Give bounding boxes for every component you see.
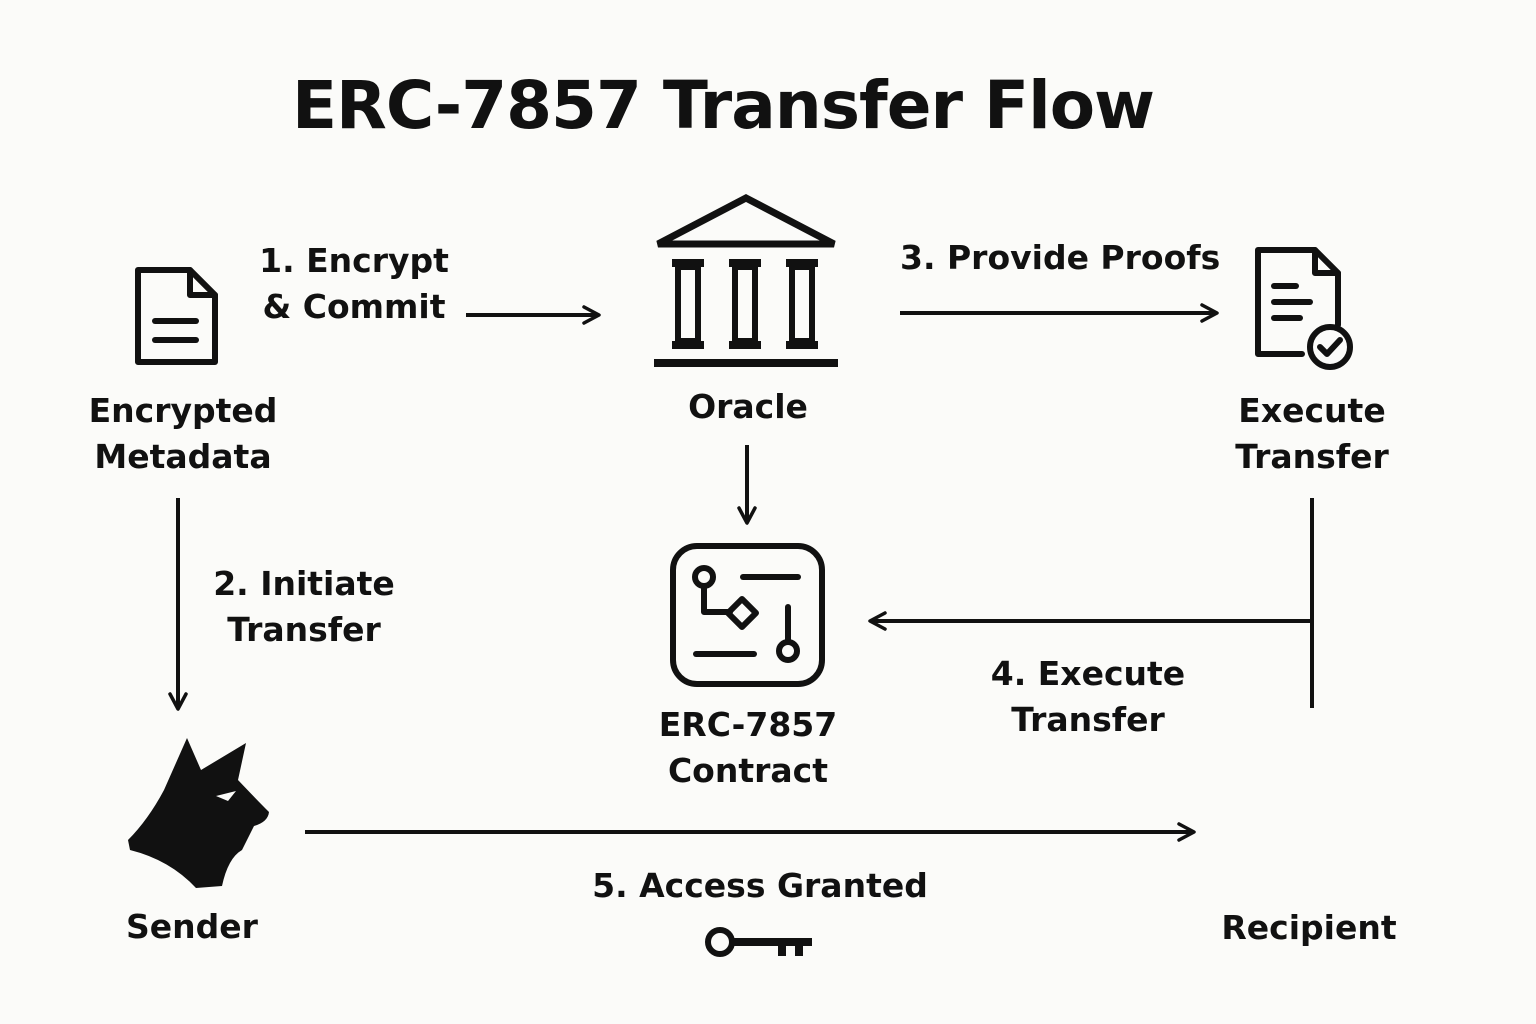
recipient-label: Recipient bbox=[1221, 908, 1397, 947]
execute-transfer-label: Execute Transfer bbox=[1235, 391, 1389, 476]
cat-head-icon bbox=[128, 738, 269, 888]
step2-initiate-transfer-label: 2. Initiate Transfer bbox=[213, 564, 395, 649]
key-icon bbox=[705, 927, 812, 957]
step1-encrypt-commit-label: 1. Encrypt & Commit bbox=[259, 241, 449, 326]
erc7857-contract-label: ERC-7857 Contract bbox=[658, 705, 838, 790]
bank-building-icon bbox=[654, 194, 838, 367]
smart-contract-chip-icon bbox=[670, 543, 825, 687]
encrypted-metadata-label: Encrypted Metadata bbox=[88, 391, 278, 476]
document-icon bbox=[135, 267, 218, 365]
oracle-label: Oracle bbox=[688, 387, 808, 426]
step5-access-granted-label: 5. Access Granted bbox=[592, 866, 928, 905]
diagram-title: ERC-7857 Transfer Flow bbox=[291, 67, 1155, 144]
step3-provide-proofs-label: 3. Provide Proofs bbox=[900, 238, 1221, 277]
step4-execute-transfer-label: 4. Execute Transfer bbox=[990, 654, 1186, 739]
sender-label: Sender bbox=[126, 907, 258, 946]
verified-document-icon bbox=[1255, 247, 1353, 370]
